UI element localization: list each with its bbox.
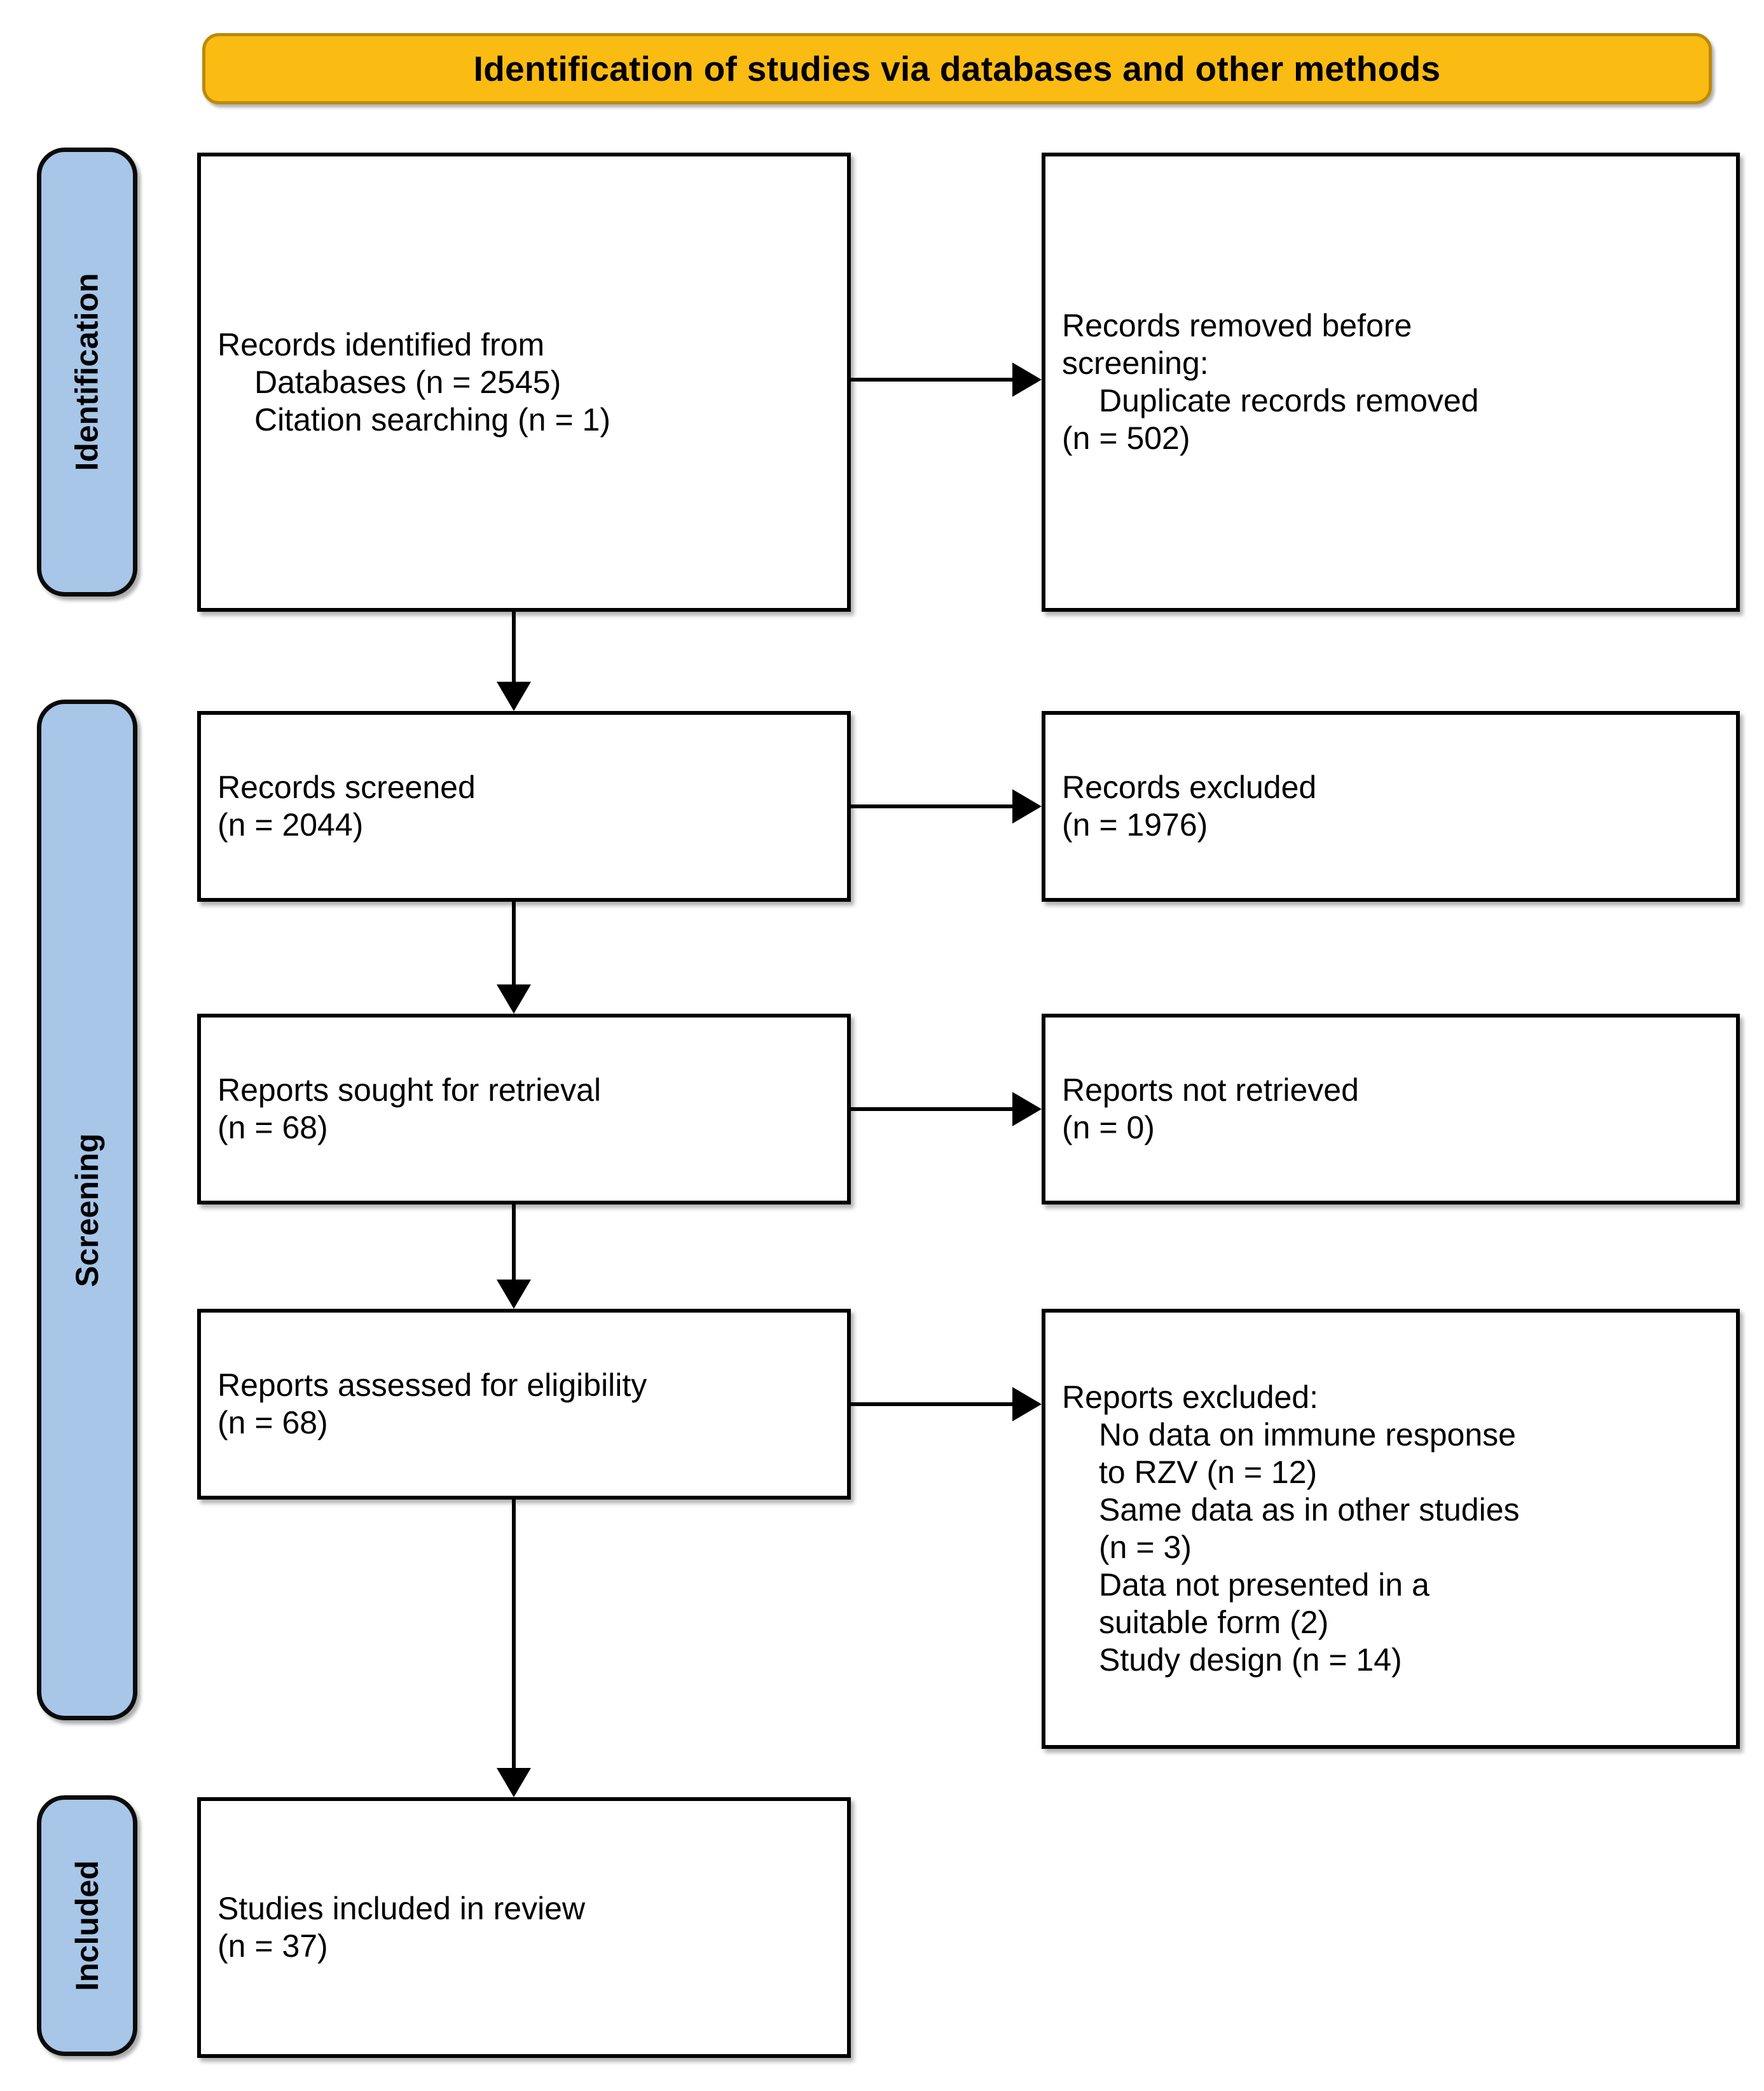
box-records-identified: Records identified from Databases (n = 2… [197,153,851,612]
reports-excluded-line-8: Study design (n = 14) [1099,1642,1402,1678]
reports-excluded-line-3: to RZV (n = 12) [1099,1454,1318,1490]
arrow-head-right-icon [1012,1092,1042,1126]
arrow-shaft [512,1204,516,1280]
box-reports-excluded-body: Reports excluded: No data on immune resp… [1045,1379,1736,1679]
arrow-head-down-icon [497,984,531,1014]
stage-label-included-text: Included [69,1860,106,1991]
box-studies-included-body: Studies included in review (n = 37) [201,1890,847,1965]
records-excluded-line-1: Records excluded [1062,769,1317,805]
stage-label-included: Included [37,1795,137,2056]
records-identified-line-1: Records identified from [217,326,545,362]
reports-excluded-line-4: Same data as in other studies [1099,1492,1520,1528]
box-reports-sought: Reports sought for retrieval (n = 68) [197,1014,851,1204]
records-identified-line-3: Citation searching (n = 1) [254,401,611,438]
reports-sought-line-1: Reports sought for retrieval [217,1072,602,1108]
reports-assessed-line-2: (n = 68) [217,1405,328,1440]
arrow-shaft [851,1107,1012,1111]
arrow-shaft [512,902,516,984]
arrow-head-right-icon [1012,1387,1042,1421]
records-removed-line-2: screening: [1062,345,1209,381]
box-reports-not-retrieved-body: Reports not retrieved (n = 0) [1045,1072,1736,1147]
box-reports-assessed-body: Reports assessed for eligibility (n = 68… [201,1367,847,1442]
arrow-shaft [851,804,1012,808]
records-screened-line-1: Records screened [217,769,476,805]
arrow-head-down-icon [497,682,531,711]
reports-assessed-line-1: Reports assessed for eligibility [217,1367,647,1403]
records-identified-line-2: Databases (n = 2545) [254,364,562,400]
records-removed-line-3: Duplicate records removed [1099,383,1479,418]
box-reports-not-retrieved: Reports not retrieved (n = 0) [1042,1014,1740,1204]
header-banner: Identification of studies via databases … [202,33,1712,104]
reports-sought-line-2: (n = 68) [217,1110,328,1145]
records-screened-line-2: (n = 2044) [217,807,364,843]
stage-label-identification: Identification [37,148,137,597]
reports-not-retrieved-line-2: (n = 0) [1062,1110,1155,1145]
arrow-shaft [851,378,1012,382]
box-reports-sought-body: Reports sought for retrieval (n = 68) [201,1072,847,1147]
box-studies-included: Studies included in review (n = 37) [197,1797,851,2058]
box-records-removed-body: Records removed before screening: Duplic… [1045,307,1736,457]
studies-included-line-2: (n = 37) [217,1928,328,1964]
stage-label-screening: Screening [37,700,137,1720]
box-records-removed: Records removed before screening: Duplic… [1042,153,1740,612]
reports-excluded-line-6: Data not presented in a [1099,1567,1430,1603]
reports-not-retrieved-line-1: Reports not retrieved [1062,1072,1359,1108]
reports-excluded-line-5: (n = 3) [1099,1529,1192,1565]
arrow-shaft [512,612,516,682]
arrow-shaft [512,1500,516,1768]
reports-excluded-line-2: No data on immune response [1099,1417,1516,1453]
records-removed-line-4: (n = 502) [1062,420,1190,456]
records-excluded-line-2: (n = 1976) [1062,807,1208,843]
box-records-identified-body: Records identified from Databases (n = 2… [201,326,847,439]
header-title: Identification of studies via databases … [473,49,1441,88]
stage-label-identification-text: Identification [69,273,106,471]
box-reports-assessed: Reports assessed for eligibility (n = 68… [197,1309,851,1500]
box-records-excluded: Records excluded (n = 1976) [1042,711,1740,902]
box-records-screened: Records screened (n = 2044) [197,711,851,902]
reports-excluded-line-1: Reports excluded: [1062,1379,1319,1415]
arrow-head-down-icon [497,1768,531,1797]
reports-excluded-line-7: suitable form (2) [1099,1604,1329,1640]
box-reports-excluded: Reports excluded: No data on immune resp… [1042,1309,1740,1749]
box-records-excluded-body: Records excluded (n = 1976) [1045,769,1736,844]
stage-label-screening-text: Screening [69,1133,105,1287]
arrow-shaft [851,1402,1012,1406]
records-removed-line-1: Records removed before [1062,308,1412,343]
arrow-head-right-icon [1012,789,1042,824]
studies-included-line-1: Studies included in review [217,1891,586,1926]
arrow-head-right-icon [1012,362,1042,397]
box-records-screened-body: Records screened (n = 2044) [201,769,847,844]
arrow-head-down-icon [497,1280,531,1309]
